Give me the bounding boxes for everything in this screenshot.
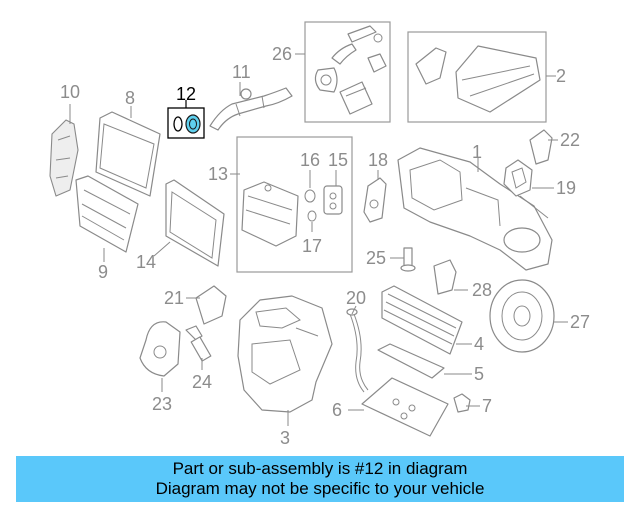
part-5	[377, 343, 445, 379]
callout-21: 21	[164, 288, 184, 308]
part-28	[433, 259, 457, 295]
callout-12: 12	[176, 84, 196, 104]
callout-24: 24	[192, 372, 212, 392]
leader-lines	[69, 53, 568, 426]
group-box-13	[236, 136, 353, 273]
part-8	[95, 111, 161, 197]
part-25	[400, 247, 416, 272]
part-27	[489, 279, 555, 353]
callout-26: 26	[272, 44, 292, 64]
part-12-highlighted	[167, 100, 205, 139]
callout-16: 16	[300, 150, 320, 170]
callout-18: 18	[368, 150, 388, 170]
part-20	[346, 308, 369, 393]
part-6	[361, 377, 449, 437]
banner-line-2: Diagram may not be specific to your vehi…	[155, 479, 485, 498]
part-14	[165, 179, 225, 267]
callout-6: 6	[332, 400, 342, 420]
part-23	[139, 321, 181, 377]
callout-22: 22	[560, 130, 580, 150]
callout-10: 10	[60, 82, 80, 102]
part-1	[397, 147, 553, 271]
part-21	[195, 285, 227, 325]
parts-diagram: 1 2 3 4 5 6 7 8 9 10 11 12 13 14 15 16 1…	[49, 21, 590, 448]
part-4	[381, 285, 463, 355]
part-7	[453, 393, 471, 413]
part-18	[363, 177, 387, 223]
callout-13: 13	[208, 164, 228, 184]
callout-20: 20	[346, 288, 366, 308]
callout-25: 25	[366, 248, 386, 268]
callout-23: 23	[152, 394, 172, 414]
callout-labels: 1 2 3 4 5 6 7 8 9 10 11 12 13 14 15 16 1…	[60, 44, 590, 448]
callout-7: 7	[482, 396, 492, 416]
part-16	[304, 189, 316, 203]
callout-14: 14	[136, 252, 156, 272]
group-box-26	[304, 21, 391, 123]
callout-11: 11	[232, 62, 251, 82]
part-24	[185, 325, 212, 362]
part-19	[503, 159, 533, 197]
part-13	[241, 181, 299, 247]
part-17	[307, 210, 317, 222]
callout-28: 28	[472, 280, 492, 300]
callout-1: 1	[472, 142, 482, 162]
part-26	[314, 25, 387, 115]
callout-19: 19	[556, 178, 576, 198]
part-3	[237, 295, 333, 413]
info-banner: Part or sub-assembly is #12 in diagram D…	[16, 456, 624, 502]
part-11	[209, 87, 293, 131]
callout-27: 27	[570, 312, 590, 332]
callout-3: 3	[280, 428, 290, 448]
part-22	[529, 129, 553, 165]
part-2	[415, 45, 541, 113]
banner-line-1: Part or sub-assembly is #12 in diagram	[172, 459, 468, 478]
callout-17: 17	[302, 236, 322, 256]
callout-8: 8	[125, 88, 135, 108]
part-15	[323, 185, 343, 215]
callout-9: 9	[98, 262, 108, 282]
callout-5: 5	[474, 364, 484, 384]
callout-2: 2	[556, 66, 566, 86]
callout-15: 15	[328, 150, 348, 170]
part-10	[49, 119, 79, 197]
callout-4: 4	[474, 334, 484, 354]
part-9	[75, 175, 139, 253]
group-box-2	[407, 31, 547, 123]
